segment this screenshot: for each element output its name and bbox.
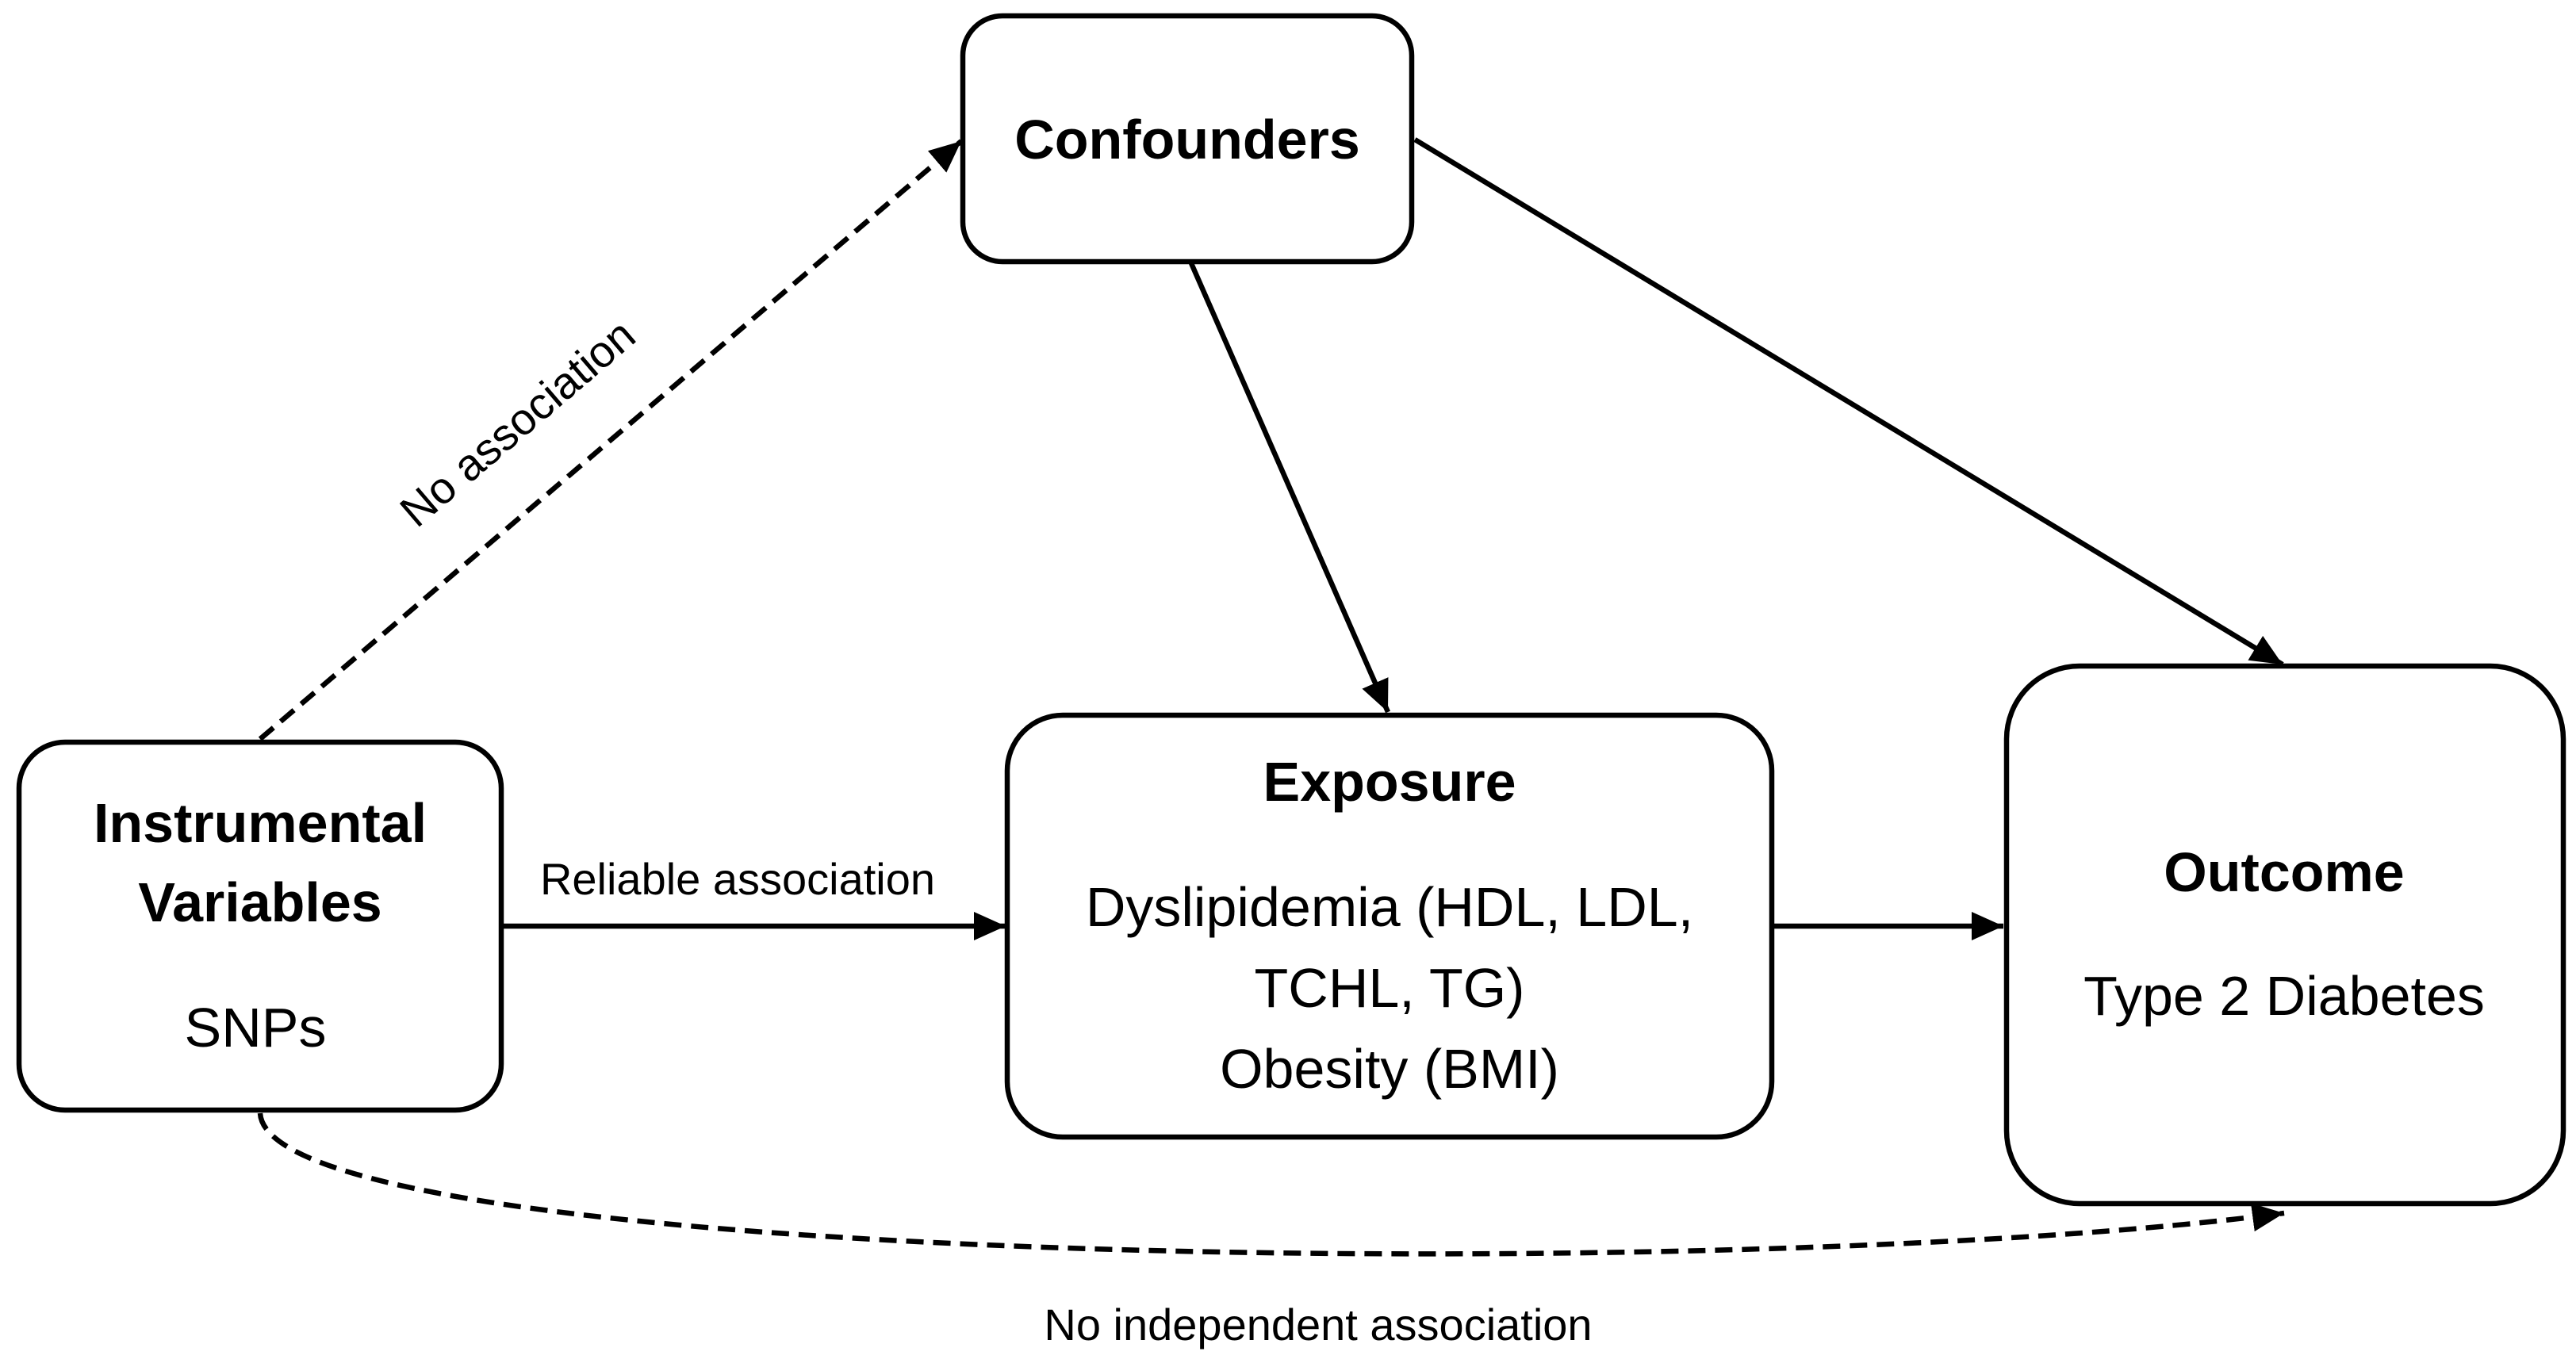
edge-confounders-to-outcome	[1413, 137, 2284, 667]
label-no-association: No association	[390, 309, 644, 536]
outcome-box	[2003, 663, 2566, 1207]
exposure-detail-line3: Obesity (BMI)	[1220, 1038, 1559, 1100]
confounders-title: Confounders	[1014, 109, 1360, 170]
edges	[257, 137, 2285, 1257]
outcome-title: Outcome	[2164, 841, 2404, 903]
instrumental-variables-title-line1: Instrumental	[94, 792, 427, 854]
instrumental-variables-box	[16, 739, 504, 1113]
edge-iv-to-outcome	[257, 1112, 2285, 1257]
exposure-detail-line2: TCHL, TG)	[1255, 957, 1525, 1019]
node-confounders: Confounders	[960, 13, 1415, 265]
label-reliable-association: Reliable association	[540, 854, 935, 904]
exposure-box	[1004, 712, 1775, 1140]
node-exposure: Exposure Dyslipidemia (HDL, LDL, TCHL, T…	[1004, 712, 1775, 1140]
node-outcome: Outcome Type 2 Diabetes	[2003, 663, 2566, 1207]
label-no-independent-association: No independent association	[1044, 1300, 1592, 1350]
edge-confounders-to-exposure	[1189, 262, 1390, 714]
confounders-box	[960, 13, 1415, 265]
exposure-title: Exposure	[1263, 751, 1516, 813]
instrumental-variables-detail: SNPs	[185, 997, 327, 1059]
edge-iv-to-confounders	[258, 139, 964, 741]
exposure-detail-line1: Dyslipidemia (HDL, LDL,	[1086, 876, 1693, 938]
outcome-detail: Type 2 Diabetes	[2083, 965, 2485, 1027]
node-instrumental-variables: Instrumental Variables SNPs	[16, 739, 504, 1113]
instrumental-variables-title-line2: Variables	[138, 871, 381, 933]
